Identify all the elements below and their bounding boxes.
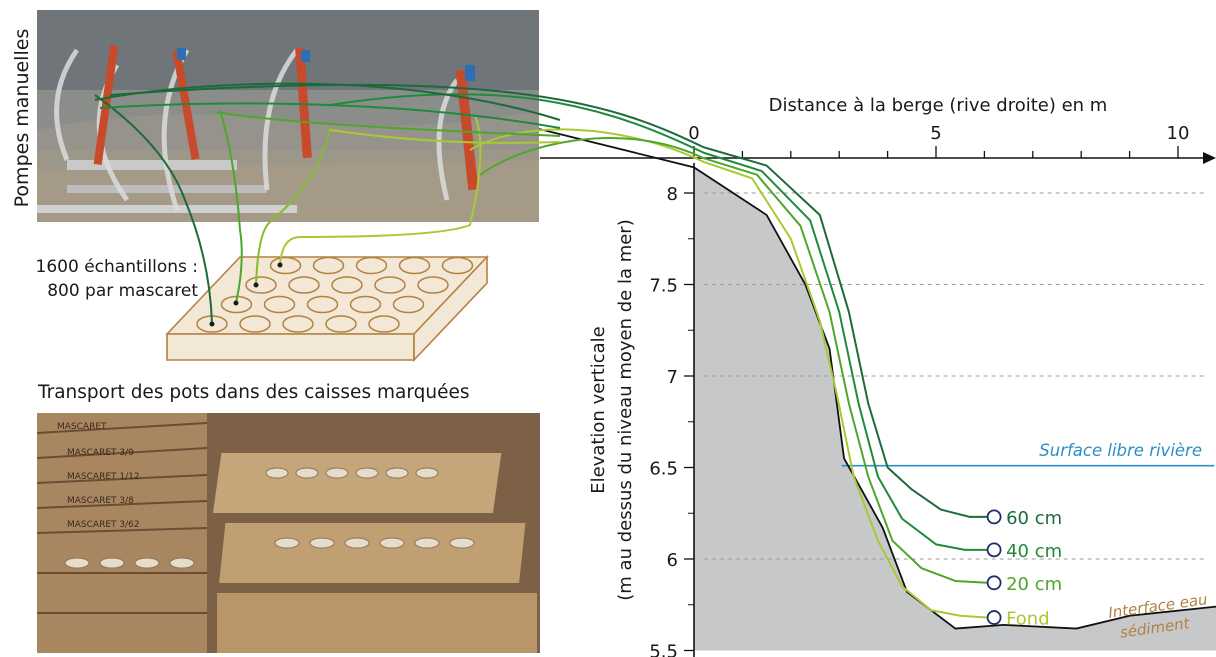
crate-well	[355, 256, 388, 275]
crate-well	[417, 276, 449, 294]
crate-mark: MASCARET 3/62	[67, 520, 140, 530]
series-marker	[986, 542, 1002, 558]
series-label: 60 cm	[1006, 508, 1062, 529]
crate-well	[441, 256, 474, 275]
crate-well	[368, 315, 400, 333]
series-label: Fond	[1006, 609, 1050, 630]
pump-tube	[99, 102, 561, 129]
crate-well	[306, 295, 339, 314]
crates-photo-art: MASCARET MASCARET 3/9 MASCARET 1/12 MASC…	[37, 413, 540, 653]
series-marker	[986, 509, 1002, 525]
series-marker	[986, 575, 1002, 591]
pump-tube	[329, 129, 561, 144]
y-tick-label: 5.5	[649, 642, 678, 657]
crate-well	[282, 315, 314, 333]
crate-well	[239, 315, 271, 333]
series-label: 40 cm	[1006, 541, 1062, 562]
y-axis-title-line2: (m au dessus du niveau moyen de la mer)	[615, 219, 636, 600]
surface-label: Surface libre rivière	[1039, 441, 1202, 460]
series-marker	[986, 610, 1002, 625]
crate-well	[331, 276, 363, 294]
series-line	[479, 137, 987, 584]
y-tick-label: 7	[667, 367, 678, 388]
crate-well	[349, 295, 382, 314]
sample-tube	[255, 127, 331, 286]
y-tick-label: 6.5	[649, 459, 678, 480]
series-line	[329, 93, 987, 551]
tube-lines	[94, 82, 561, 327]
tube-end-dot	[277, 262, 283, 268]
y-tick-label: 8	[667, 184, 678, 205]
samples-caption-line1: 1600 échantillons :	[35, 257, 198, 277]
crate-mark: MASCARET 3/8	[67, 496, 134, 506]
crate-well	[392, 295, 425, 314]
sediment-bed-line	[538, 128, 1216, 630]
series-line	[109, 83, 987, 518]
samples-caption: 1600 échantillons : 800 par mascaret	[0, 255, 198, 303]
crate-well	[325, 315, 357, 333]
x-tick-label: 0	[688, 123, 699, 144]
pumps-photo	[37, 10, 539, 222]
y-tick-label: 6	[667, 550, 678, 571]
crate-side	[413, 254, 488, 363]
sample-tube	[279, 114, 482, 266]
crate-well	[374, 276, 406, 294]
crate-mark: MASCARET 3/9	[67, 448, 134, 458]
crate-mark: MASCARET 1/12	[67, 472, 140, 482]
crate-well	[263, 295, 296, 314]
tube-end-dot	[209, 321, 215, 327]
y-axis-title-line1: Elevation verticale	[588, 326, 609, 494]
sample-tube	[94, 94, 213, 325]
pump-tube	[94, 82, 561, 121]
x-axis-arrow	[1203, 152, 1216, 164]
sample-tube	[219, 109, 243, 304]
y-tick-label: 7.5	[649, 276, 678, 297]
pump-tube	[214, 111, 561, 137]
crate-well	[269, 256, 302, 275]
crates-photo: MASCARET MASCARET 3/9 MASCARET 1/12 MASC…	[37, 413, 540, 653]
series-label: 20 cm	[1006, 574, 1062, 595]
crate-well	[288, 276, 320, 294]
tube-end-dot	[253, 282, 259, 288]
pumps-photo-art	[37, 10, 539, 222]
x-tick-label: 5	[930, 123, 941, 144]
crate-well	[245, 276, 277, 294]
crate-well	[398, 256, 431, 275]
sediment-area	[694, 167, 1216, 651]
x-tick-label: 10	[1167, 123, 1190, 144]
x-axis-title: Distance à la berge (rive droite) en m	[769, 95, 1108, 116]
sample-crate	[165, 254, 489, 363]
transport-caption: Transport des pots dans des caisses marq…	[38, 382, 470, 403]
crate-mark: MASCARET	[57, 422, 107, 432]
samples-caption-line2: 800 par mascaret	[47, 281, 198, 301]
crate-well	[312, 256, 345, 275]
tube-end-dot	[233, 300, 239, 306]
crate-front	[166, 333, 415, 361]
